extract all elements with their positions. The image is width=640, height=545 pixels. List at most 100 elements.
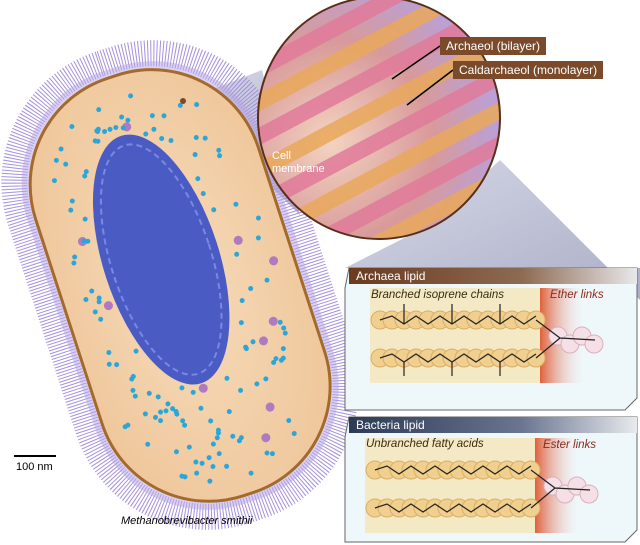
protein-dot bbox=[177, 102, 183, 108]
protein-dot bbox=[194, 470, 200, 476]
protein-dot bbox=[214, 435, 220, 441]
ribosome-dot bbox=[269, 256, 279, 266]
protein-dot bbox=[238, 387, 244, 393]
bacteria-lipid-panel bbox=[344, 416, 638, 543]
protein-dot bbox=[96, 295, 102, 301]
protein-dot bbox=[200, 191, 206, 197]
protein-dot bbox=[81, 238, 87, 244]
protein-dot bbox=[216, 147, 222, 153]
cell-membrane-label-1: Cell bbox=[272, 150, 291, 162]
scale-bar-label: 100 nm bbox=[16, 461, 53, 473]
protein-dot bbox=[168, 137, 174, 143]
protein-dot bbox=[96, 299, 102, 305]
caldarchaeol-label: Caldarchaeol (monolayer) bbox=[453, 61, 604, 79]
lipid-band bbox=[258, 0, 500, 156]
branched-chains-label: Branched isoprene chains bbox=[371, 289, 504, 301]
protein-dot bbox=[206, 455, 212, 461]
protein-dot bbox=[190, 389, 196, 395]
protein-dot bbox=[83, 169, 89, 175]
protein-dot bbox=[82, 216, 88, 222]
protein-dot bbox=[278, 357, 284, 363]
protein-dot bbox=[151, 126, 157, 132]
protein-dot bbox=[195, 176, 201, 182]
protein-dot bbox=[133, 348, 139, 354]
protein-dot bbox=[207, 478, 213, 484]
protein-dot bbox=[238, 320, 244, 326]
protein-dot bbox=[224, 375, 230, 381]
protein-dot bbox=[106, 361, 112, 367]
ester-links-label: Ester links bbox=[543, 439, 597, 451]
protein-dot bbox=[233, 201, 239, 207]
protein-dot bbox=[92, 309, 98, 315]
protein-dot bbox=[210, 464, 216, 470]
protein-dot bbox=[254, 381, 260, 387]
bacteria-panel-title: Bacteria lipid bbox=[356, 418, 425, 432]
protein-dot bbox=[143, 131, 149, 137]
protein-dot bbox=[95, 138, 101, 144]
protein-dot bbox=[170, 406, 176, 412]
unbranched-acids-label: Unbranched fatty acids bbox=[366, 438, 484, 450]
protein-dot bbox=[163, 408, 169, 414]
protein-dot bbox=[255, 235, 261, 241]
protein-dot bbox=[89, 288, 95, 294]
protein-dot bbox=[248, 470, 254, 476]
protein-dot bbox=[106, 350, 112, 356]
protein-dot bbox=[72, 254, 78, 260]
ribosome-dot bbox=[103, 301, 113, 311]
protein-dot bbox=[186, 444, 192, 450]
protein-dot bbox=[146, 390, 152, 396]
lipid-band bbox=[304, 132, 500, 239]
protein-dot bbox=[165, 401, 171, 407]
protein-dot bbox=[211, 207, 217, 213]
protein-dot bbox=[125, 422, 131, 428]
protein-dot bbox=[248, 286, 254, 292]
species-name: Methanobrevibacter smithii bbox=[121, 515, 253, 527]
protein-dot bbox=[217, 153, 223, 159]
protein-dot bbox=[239, 298, 245, 304]
protein-dot bbox=[192, 152, 198, 158]
protein-dot bbox=[51, 178, 57, 184]
ribosome-dot bbox=[265, 402, 275, 412]
protein-dot bbox=[226, 409, 232, 415]
protein-dot bbox=[128, 93, 134, 99]
ether-links-label: Ether links bbox=[550, 289, 604, 301]
protein-dot bbox=[173, 449, 179, 455]
protein-dot bbox=[129, 376, 135, 382]
protein-dot bbox=[174, 411, 180, 417]
glycerol-sphere bbox=[579, 484, 599, 504]
lipid-band bbox=[290, 105, 500, 239]
lipid-band bbox=[258, 0, 478, 103]
protein-dot bbox=[282, 330, 288, 336]
lipid-band bbox=[258, 0, 493, 129]
protein-dot bbox=[215, 427, 221, 433]
projection-cone-bottom bbox=[345, 160, 640, 300]
protein-dot bbox=[155, 394, 161, 400]
protein-dot bbox=[119, 114, 125, 120]
protein-dot bbox=[198, 405, 204, 411]
protein-dot bbox=[125, 117, 131, 123]
lipid-band bbox=[275, 79, 500, 235]
protein-dot bbox=[68, 207, 74, 213]
protein-dot bbox=[280, 346, 286, 352]
protein-dot bbox=[63, 161, 69, 167]
protein-dot bbox=[82, 173, 88, 179]
ribosome-dot bbox=[259, 336, 269, 346]
protein-dot bbox=[145, 441, 151, 447]
protein-dot bbox=[142, 411, 148, 417]
protein-dot bbox=[69, 124, 75, 130]
protein-dot bbox=[264, 450, 270, 456]
protein-dot bbox=[120, 125, 126, 131]
protein-dot bbox=[243, 344, 249, 350]
ribosome-dot bbox=[233, 235, 243, 245]
protein-dot bbox=[208, 418, 214, 424]
protein-dot bbox=[180, 418, 186, 424]
protein-dot bbox=[130, 387, 136, 393]
protein-dot bbox=[250, 339, 256, 345]
ribosome-dot bbox=[198, 383, 208, 393]
protein-dot bbox=[291, 431, 297, 437]
protein-dot bbox=[224, 463, 230, 469]
nucleoid bbox=[92, 134, 230, 385]
archaea-panel-title: Archaea lipid bbox=[356, 269, 426, 283]
protein-dot bbox=[98, 316, 104, 322]
